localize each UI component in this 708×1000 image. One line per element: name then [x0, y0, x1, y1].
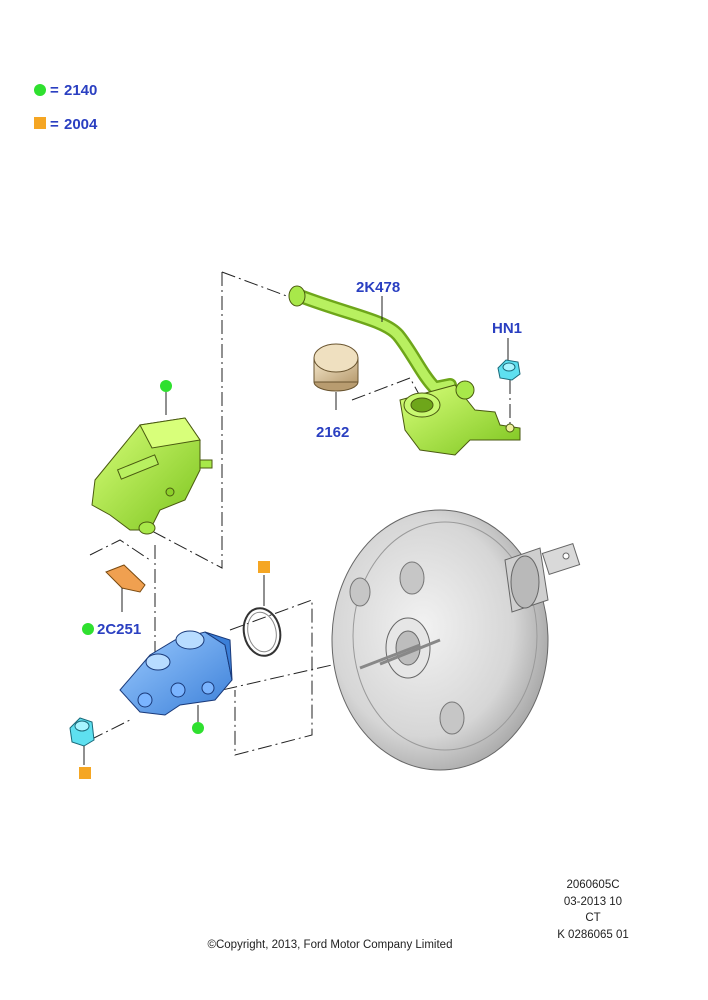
legend-code: 2140 [64, 82, 97, 99]
nut-axis-line [89, 719, 131, 741]
master-cylinder [119, 630, 233, 716]
pipe-top-line [221, 271, 293, 299]
copyright-notice: ©Copyright, 2013, Ford Motor Company Lim… [208, 939, 453, 951]
leader-lines [83, 296, 509, 765]
hn1-nut [497, 359, 521, 381]
stamp-line-3: CT [585, 912, 600, 924]
legend: = 2140 = 2004 [34, 82, 98, 133]
callout-2c251: 2C251 [97, 621, 141, 638]
bottom-nut [69, 717, 95, 747]
pushrod-axis-line [199, 644, 421, 696]
green-circle-icon [160, 380, 172, 392]
legend-equals: = [50, 82, 59, 99]
level-sensor [105, 564, 146, 593]
green-circle-icon [192, 722, 204, 734]
orange-square-icon [34, 117, 46, 129]
assembly-lines [89, 271, 511, 756]
brake-booster [331, 509, 581, 771]
callout-2162: 2162 [316, 424, 349, 441]
green-circle-icon [34, 84, 46, 96]
legend-equals: = [50, 116, 59, 133]
legend-item-2004: = 2004 [34, 116, 98, 133]
reservoir-pipe [288, 285, 521, 456]
green-circle-icon [82, 623, 94, 635]
brake-fluid-reservoir [91, 417, 213, 535]
callout-hn1: HN1 [492, 320, 522, 337]
legend-item-2140: = 2140 [34, 82, 97, 99]
reservoir-to-pipe-line [149, 272, 223, 569]
drawing-stamp: 2060605C 03-2013 10 CT K 0286065 01 [557, 879, 629, 941]
legend-code: 2004 [64, 116, 98, 133]
filler-cap [313, 343, 359, 392]
o-ring-seal [242, 607, 282, 657]
orange-square-icon [258, 561, 270, 573]
stamp-line-4: K 0286065 01 [557, 929, 629, 941]
callout-2k478: 2K478 [356, 279, 400, 296]
orange-square-icon [79, 767, 91, 779]
cylinder-to-booster-line [229, 599, 313, 756]
stamp-line-1: 2060605C [566, 879, 619, 891]
stamp-line-2: 03-2013 10 [564, 896, 622, 908]
sensor-bracket-line [89, 539, 151, 561]
